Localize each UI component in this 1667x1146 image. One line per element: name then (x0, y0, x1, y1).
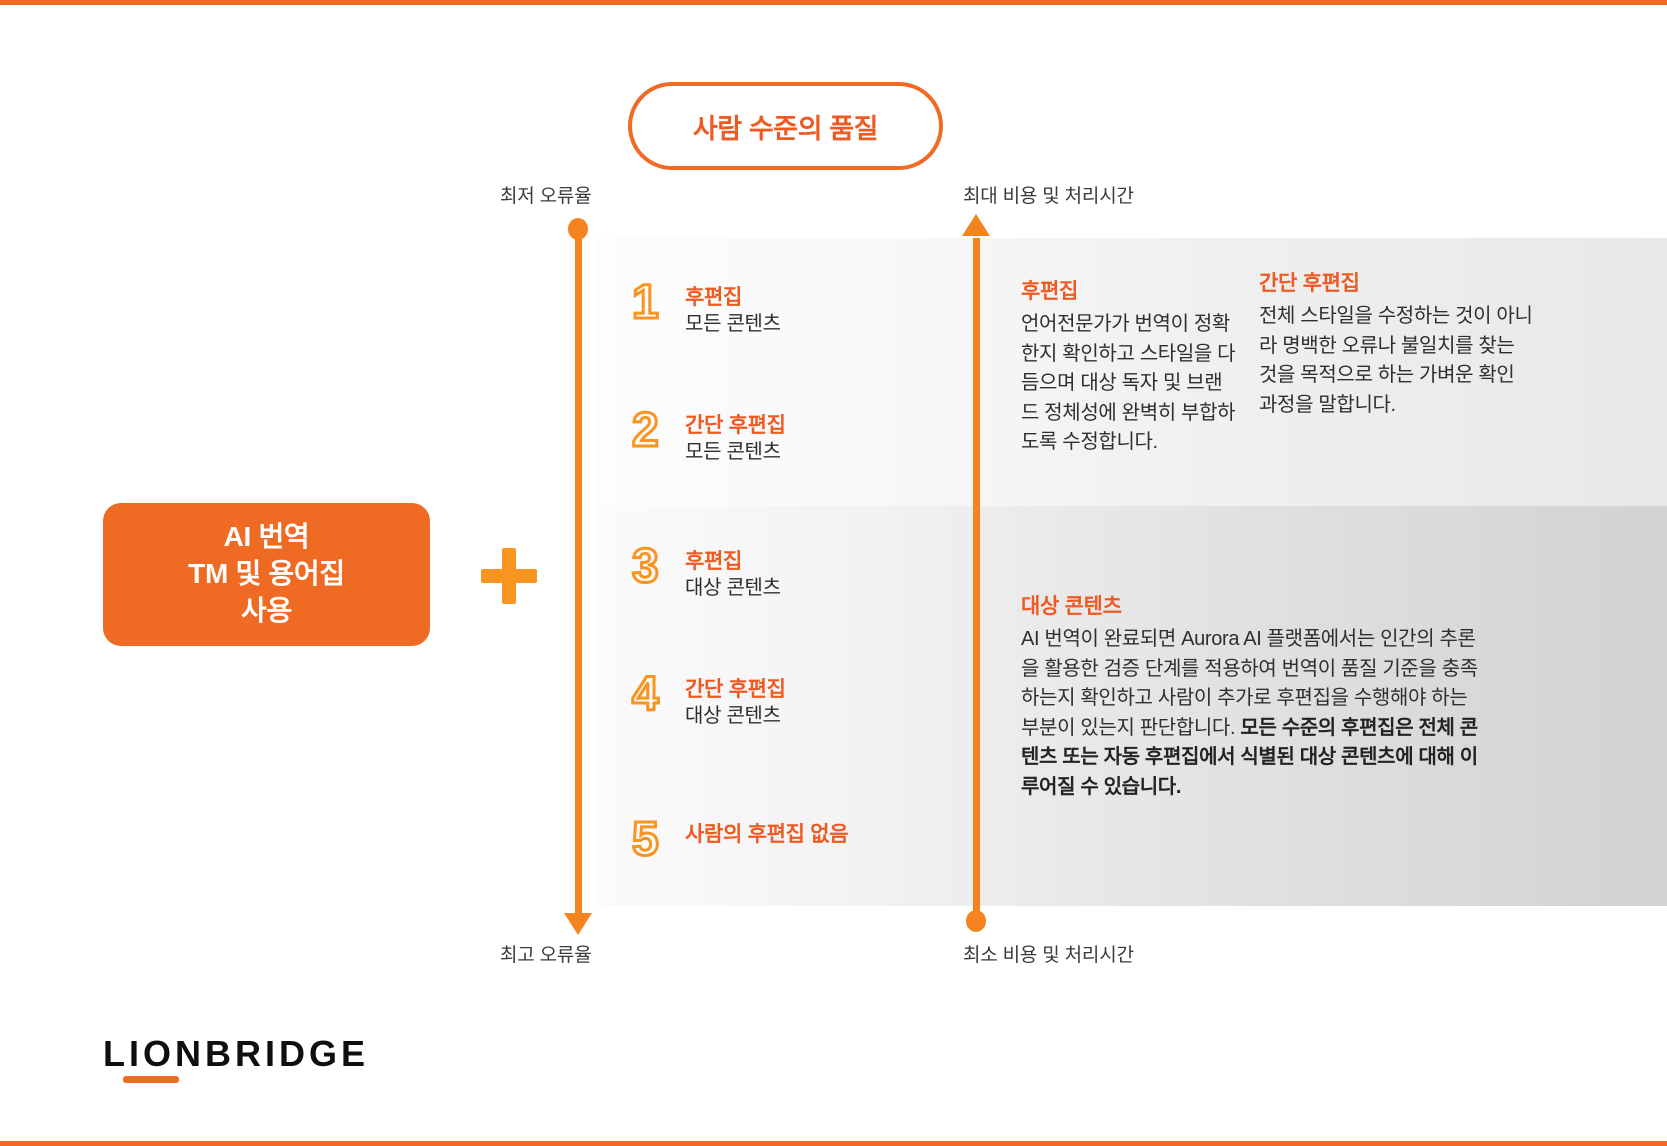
step-number: 3 (631, 540, 661, 593)
bottom-border-rule (0, 1141, 1667, 1146)
step-title: 사람의 후편집 없음 (685, 823, 849, 846)
step-number: 2 (631, 404, 661, 457)
axis-label-lowest-error: 최저 오류율 (500, 186, 592, 207)
cost-time-axis (973, 238, 980, 921)
lionbridge-logo-underline (123, 1076, 179, 1083)
step-subtitle: 모든 콘텐츠 (685, 313, 781, 336)
step-title: 간단 후편집 (685, 414, 786, 437)
step-number: 1 (631, 276, 661, 329)
lower-gradient-band (596, 506, 1667, 906)
axis-label-max-cost-time: 최대 비용 및 처리시간 (963, 186, 1134, 207)
axis-label-min-cost-time: 최소 비용 및 처리시간 (963, 945, 1134, 966)
step-title: 간단 후편집 (685, 678, 786, 701)
top-border-rule (0, 0, 1667, 5)
cost-time-axis-arrowhead-icon (962, 214, 990, 236)
step-subtitle: 모든 콘텐츠 (685, 441, 781, 464)
step-title: 후편집 (685, 550, 743, 573)
ai-box-line-3: 사용 (241, 594, 292, 626)
step-number: 5 (631, 813, 661, 866)
lionbridge-logo-text: LIONBRIDGE (103, 1033, 370, 1074)
post-edit-description-body: 언어전문가가 번역이 정확한지 확인하고 스타일을 다듬으며 대상 독자 및 브… (1021, 313, 1236, 454)
plus-icon (481, 548, 537, 604)
ladder-step: 2 간단 후편집 모든 콘텐츠 (631, 404, 786, 465)
ai-box-line-1: AI 번역 (223, 521, 310, 553)
step-subtitle: 대상 콘텐츠 (685, 577, 781, 600)
target-content-description-body: AI 번역이 완료되면 Aurora AI 플랫폼에서는 인간의 추론을 활용한… (1021, 625, 1481, 803)
lionbridge-logo: LIONBRIDGE (103, 1033, 370, 1083)
ai-box-line-2: TM 및 용어집 (188, 558, 345, 590)
ladder-step: 1 후편집 모든 콘텐츠 (631, 276, 782, 337)
target-content-body-regular: AI 번역이 완료되면 Aurora AI 플랫폼에서는 인간의 추론을 활용한… (1021, 628, 1478, 739)
light-post-edit-description: 간단 후편집 전체 스타일을 수정하는 것이 아니라 명백한 오류나 불일치를 … (1259, 267, 1534, 420)
target-content-description-title: 대상 콘텐츠 (1021, 595, 1122, 618)
light-post-edit-description-body: 전체 스타일을 수정하는 것이 아니라 명백한 오류나 불일치를 찾는 것을 목… (1259, 305, 1533, 416)
ai-translation-box: AI 번역 TM 및 용어집 사용 (103, 503, 430, 646)
cost-time-axis-end-dot-icon (966, 910, 986, 932)
human-quality-pill-label: 사람 수준의 품질 (692, 113, 879, 144)
ladder-step: 5 사람의 후편집 없음 (631, 813, 849, 866)
target-content-description: 대상 콘텐츠 AI 번역이 완료되면 Aurora AI 플랫폼에서는 인간의 … (1021, 590, 1481, 803)
light-post-edit-description-title: 간단 후편집 (1259, 272, 1360, 295)
human-quality-pill: 사람 수준의 품질 (628, 82, 943, 170)
step-title: 후편집 (685, 286, 743, 309)
post-edit-description-title: 후편집 (1021, 280, 1079, 303)
error-rate-axis-start-dot-icon (568, 218, 588, 240)
ladder-step: 4 간단 후편집 대상 콘텐츠 (631, 668, 786, 729)
target-content-body-bold: 모든 수준의 후편집은 전체 콘텐츠 또는 자동 후편집에서 식별된 대상 콘텐… (1021, 716, 1478, 798)
ladder-step: 3 후편집 대상 콘텐츠 (631, 540, 782, 601)
axis-label-highest-error: 최고 오류율 (500, 945, 592, 966)
step-number: 4 (631, 668, 661, 721)
step-subtitle: 대상 콘텐츠 (685, 705, 781, 728)
error-rate-axis-arrowhead-icon (564, 913, 592, 935)
upper-gradient-band (596, 238, 1667, 506)
post-edit-description: 후편집 언어전문가가 번역이 정확한지 확인하고 스타일을 다듬으며 대상 독자… (1021, 275, 1236, 458)
error-rate-axis (575, 238, 582, 921)
